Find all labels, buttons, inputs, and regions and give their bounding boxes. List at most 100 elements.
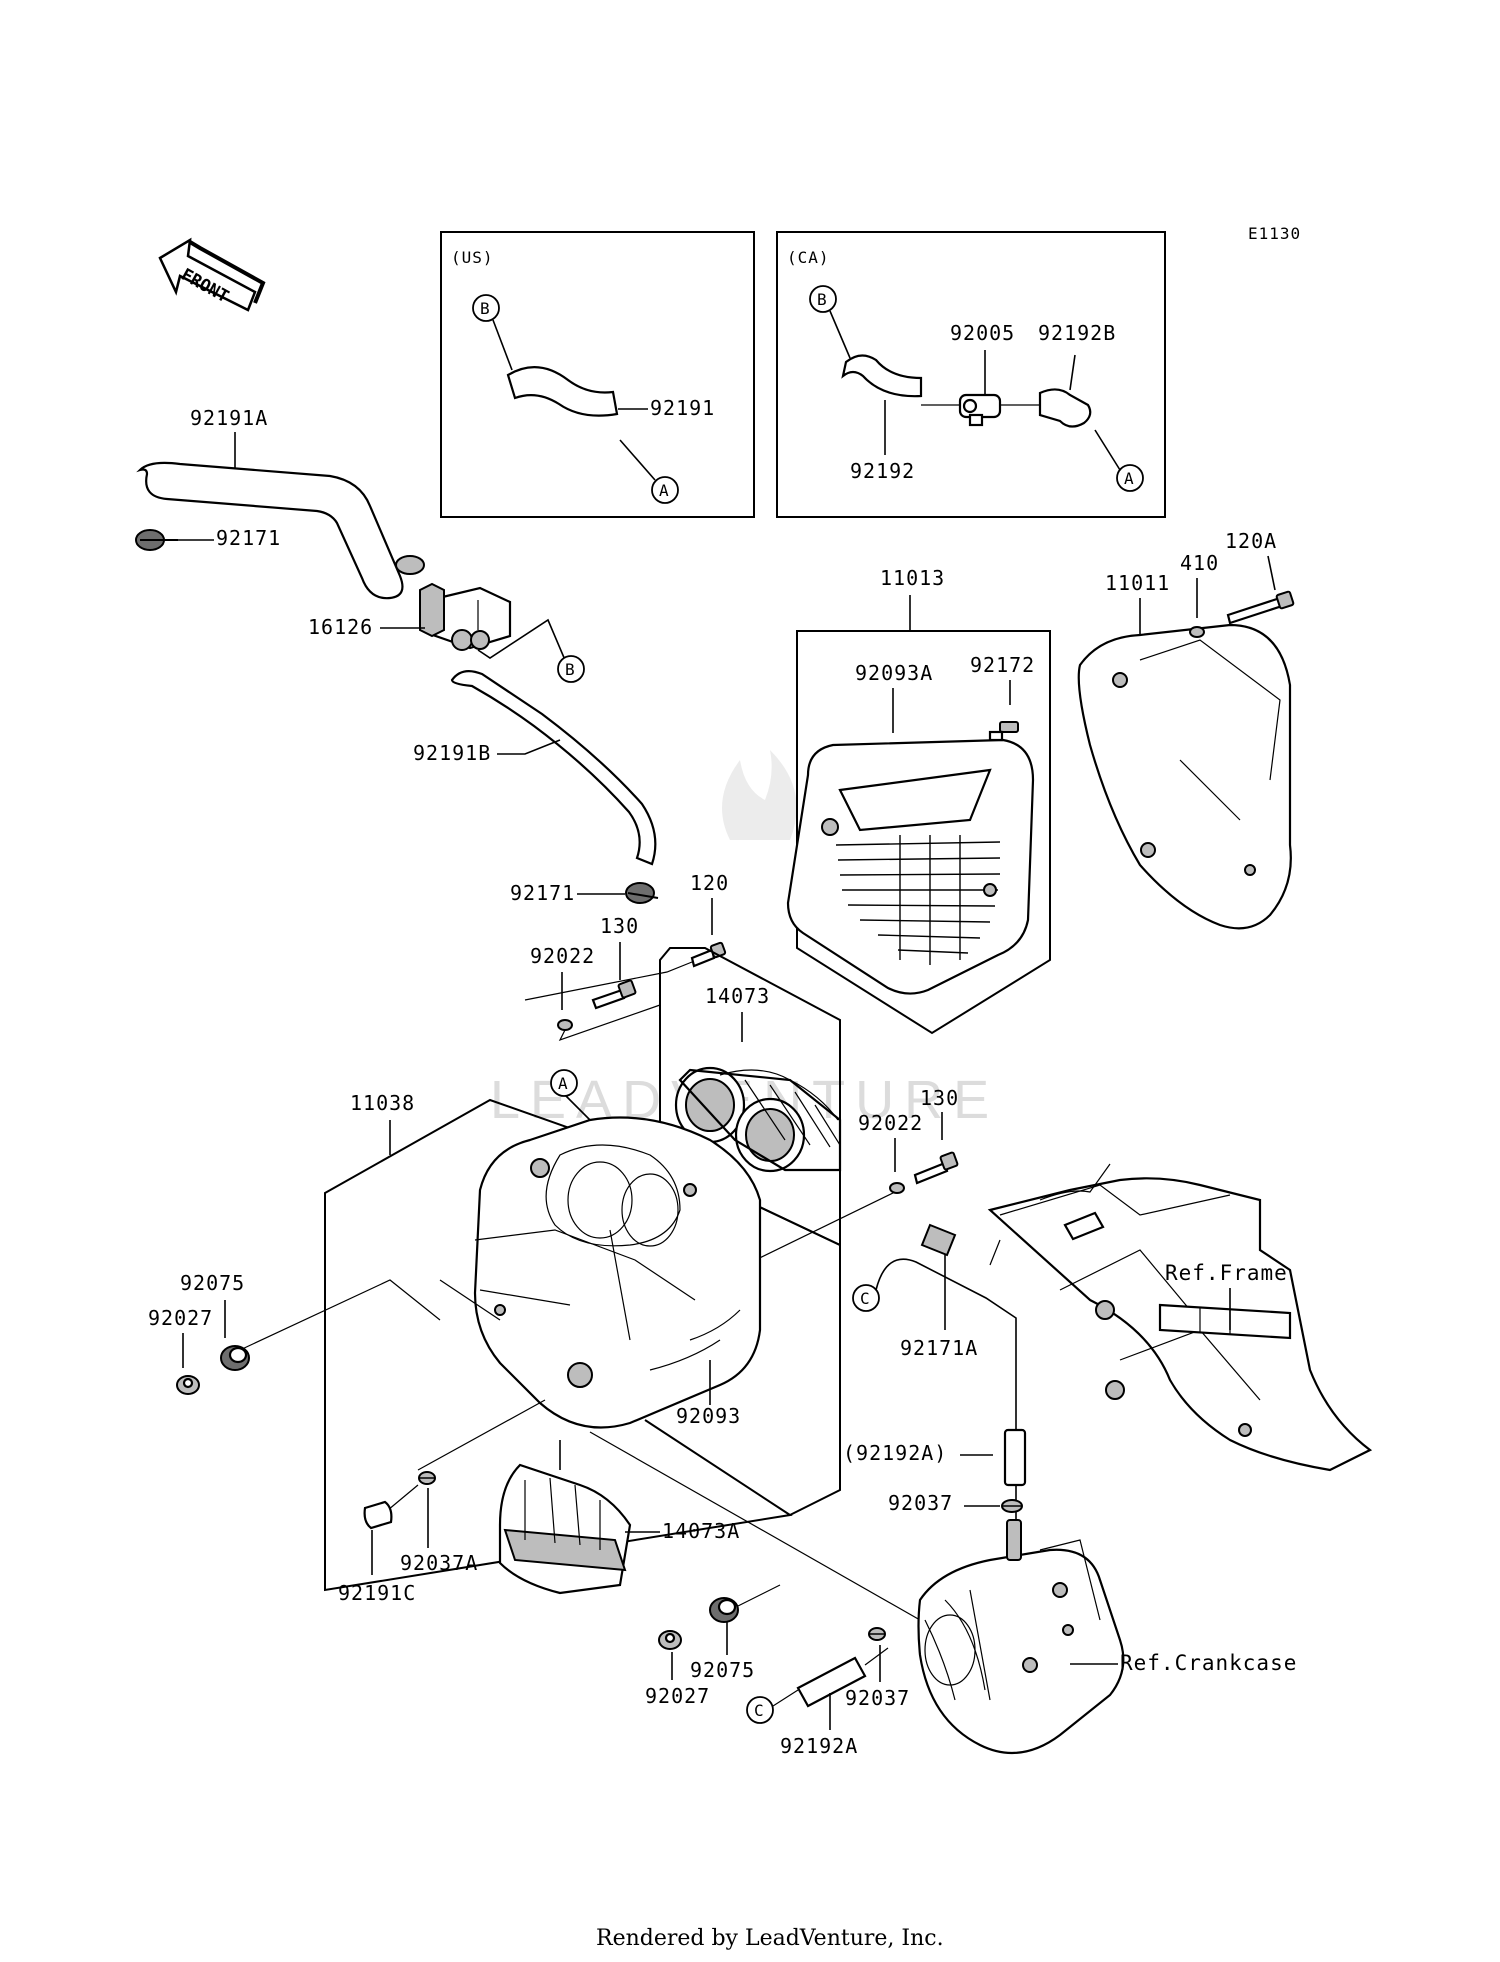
svg-text:C: C — [860, 1289, 870, 1308]
duct-14073 — [674, 1066, 842, 1173]
clamp-92171a — [920, 1223, 957, 1257]
duct-14073a — [498, 1463, 632, 1595]
label-11011: 11011 — [1105, 571, 1170, 595]
hose-92191 — [506, 366, 619, 417]
leader-line — [497, 739, 561, 755]
label-92027-bottom: 92027 — [645, 1684, 710, 1708]
clamp-92037-right — [1001, 1499, 1023, 1513]
valve-16126 — [419, 582, 512, 651]
inset-ca-label: (CA) — [787, 248, 830, 267]
diagram-code: E1130 — [1248, 224, 1301, 243]
label-14073: 14073 — [705, 984, 770, 1008]
label-92075-bottom: 92075 — [690, 1658, 755, 1682]
grommet-92075-bottom — [709, 1597, 739, 1623]
callout-b-main: B — [557, 655, 585, 683]
grommet-92075-left — [220, 1345, 250, 1371]
clamp-92171-top — [135, 529, 178, 551]
label-92191c: 92191C — [338, 1581, 416, 1605]
label-92171-top: 92171 — [216, 526, 281, 550]
svg-text:B: B — [480, 299, 490, 318]
label-92022-top: 92022 — [530, 944, 595, 968]
leader-line — [829, 310, 851, 359]
label-92027-left: 92027 — [148, 1306, 213, 1330]
label-92037-right: 92037 — [888, 1491, 953, 1515]
label-92075-left: 92075 — [180, 1271, 245, 1295]
inset-us-box — [440, 231, 755, 518]
fitting-92005 — [958, 393, 1002, 427]
label-92191b: 92191B — [413, 741, 491, 765]
label-92037-bottom: 92037 — [845, 1686, 910, 1710]
label-92171-mid: 92171 — [510, 881, 575, 905]
watermark-flame-icon — [722, 750, 797, 840]
bolt-120a — [1226, 590, 1295, 625]
label-92037a: 92037A — [400, 1551, 478, 1575]
hose-end — [395, 555, 425, 575]
clamp-92171-mid — [625, 882, 659, 904]
callout-a-us: A — [651, 476, 679, 504]
label-92192b: 92192B — [1038, 321, 1116, 345]
label-130-top: 130 — [600, 914, 639, 938]
crankcase-ref-drawing — [917, 1519, 1125, 1755]
hose-route-line — [875, 1258, 1018, 1571]
screw-92172 — [988, 721, 1019, 742]
label-92192a: 92192A — [780, 1734, 858, 1758]
hose-92191a — [136, 461, 404, 600]
ref-crankcase-label: Ref.Crankcase — [1120, 1651, 1297, 1675]
washer-92022-top — [557, 1019, 573, 1031]
label-92005: 92005 — [950, 321, 1015, 345]
filter-92093a — [786, 738, 1035, 995]
ref-frame-label: Ref.Frame — [1165, 1261, 1288, 1285]
svg-text:B: B — [565, 660, 575, 679]
clamp-92037-bottom — [868, 1627, 886, 1641]
svg-text:A: A — [558, 1074, 568, 1093]
hose-92191b — [450, 669, 657, 866]
label-410: 410 — [1180, 551, 1219, 575]
front-arrow-icon: FRONT — [158, 237, 266, 312]
label-11013: 11013 — [880, 566, 945, 590]
cover-11011 — [1077, 623, 1292, 930]
label-92093a: 92093A — [855, 661, 933, 685]
label-11038: 11038 — [350, 1091, 415, 1115]
callout-b-us: B — [472, 294, 500, 322]
label-16126: 16126 — [308, 615, 373, 639]
label-92171a: 92171A — [900, 1336, 978, 1360]
svg-text:A: A — [1124, 469, 1134, 488]
bolt-130-top — [591, 979, 637, 1010]
hose-92192b — [1038, 388, 1092, 428]
footer-credit: Rendered by LeadVenture, Inc. — [596, 1926, 944, 1951]
label-92191: 92191 — [650, 396, 715, 420]
label-92192: 92192 — [850, 459, 915, 483]
leader-line — [1094, 429, 1121, 471]
leader-line — [565, 1095, 591, 1121]
label-120: 120 — [690, 871, 729, 895]
inset-us-label: (US) — [451, 248, 494, 267]
washer-410 — [1189, 626, 1205, 638]
label-130-right: 130 — [920, 1086, 959, 1110]
leader-line — [477, 618, 566, 661]
callout-a-main: A — [550, 1069, 578, 1097]
label-120a: 120A — [1225, 529, 1277, 553]
hose-92192 — [841, 354, 923, 398]
label-92022-right: 92022 — [858, 1111, 923, 1135]
inset-ca-box — [776, 231, 1166, 518]
label-92191a: 92191A — [190, 406, 268, 430]
callout-b-ca: B — [809, 285, 837, 313]
leader-line — [619, 439, 656, 481]
leader-line — [492, 319, 513, 371]
bolt-130-right — [913, 1151, 959, 1185]
label-14073a: 14073A — [662, 1519, 740, 1543]
washer-92022-right — [889, 1182, 905, 1194]
cap-92191c — [363, 1500, 393, 1530]
leader-line — [1069, 354, 1076, 391]
hose-92192a — [796, 1656, 867, 1708]
leader-line — [1267, 555, 1276, 591]
svg-text:B: B — [817, 290, 827, 309]
hose-92192a-right — [1003, 1428, 1027, 1487]
housing-11038 — [473, 1116, 762, 1429]
callout-c-bottom: C — [746, 1696, 774, 1724]
plug-92027-bottom — [658, 1630, 682, 1650]
plug-92027-left — [176, 1375, 200, 1395]
label-92093: 92093 — [676, 1404, 741, 1428]
bolt-120 — [690, 941, 727, 968]
